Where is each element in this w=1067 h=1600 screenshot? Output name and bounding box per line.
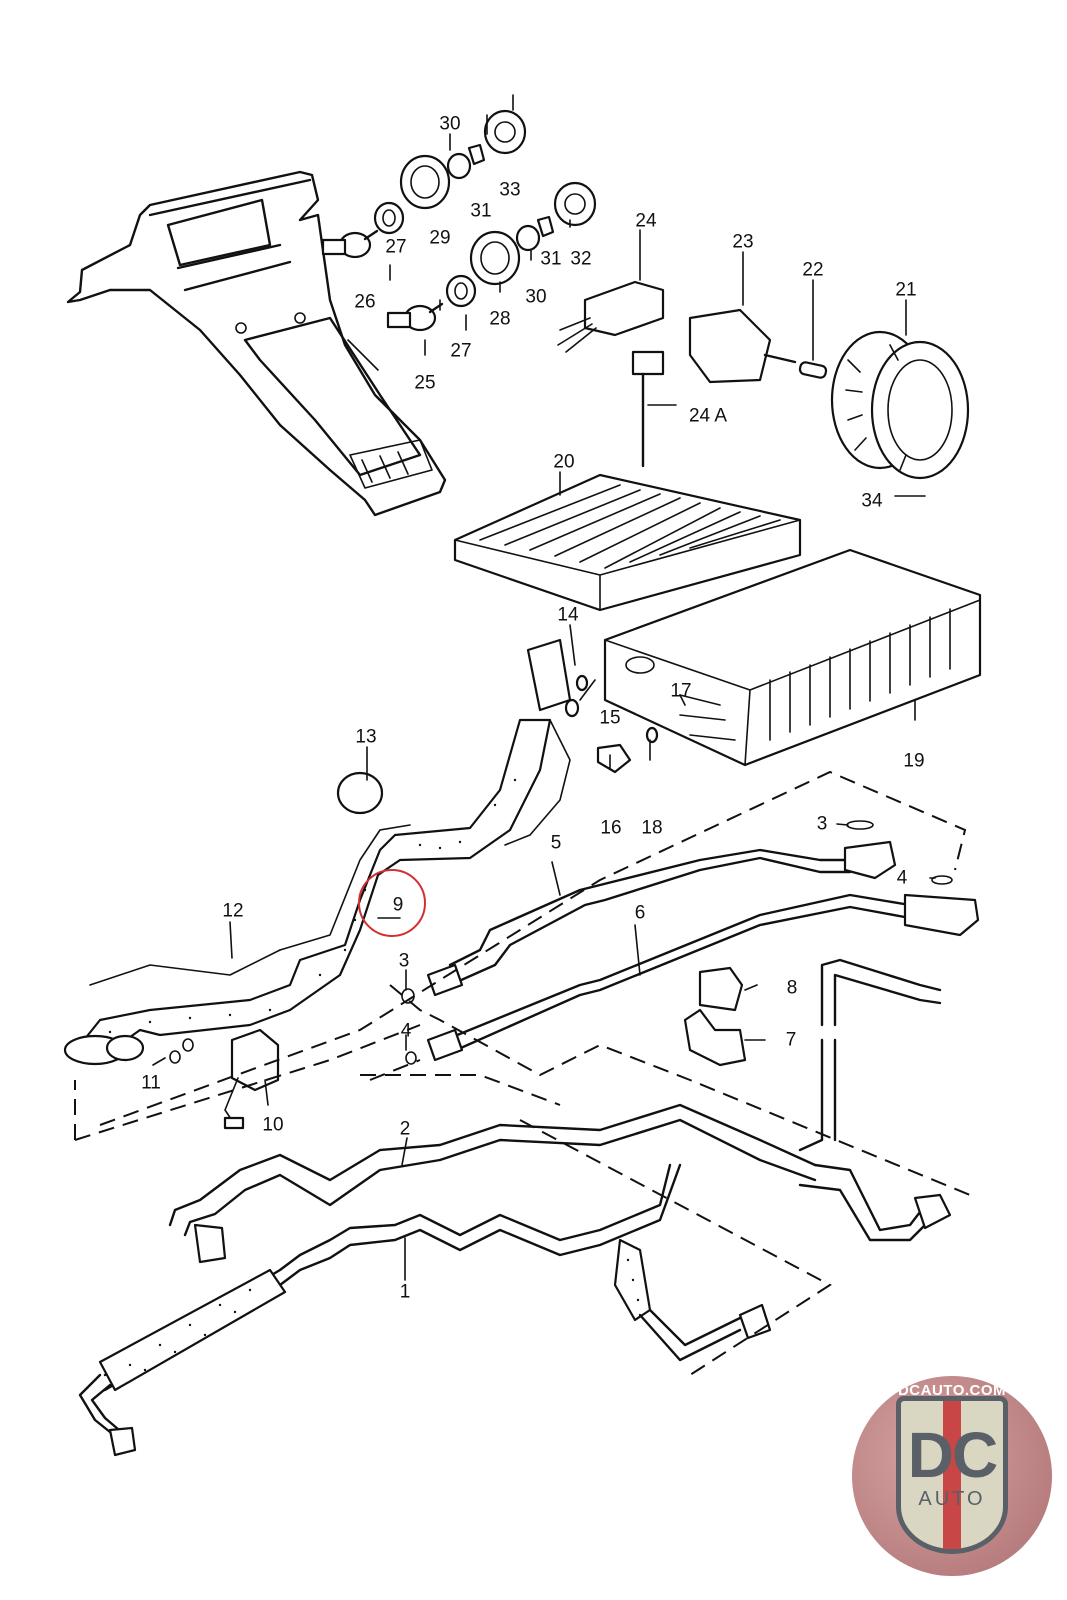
callout-10[interactable]: 10 [262, 1114, 284, 1136]
callout-5[interactable]: 5 [550, 832, 562, 854]
logo-red-bar [943, 1401, 961, 1549]
seals-and-fittings [336, 638, 659, 815]
callout-6[interactable]: 6 [634, 902, 646, 924]
ac-lines-5-6 [401, 820, 980, 1065]
callout-1[interactable]: 1 [399, 1281, 411, 1303]
callout-24[interactable]: 24 [635, 210, 657, 232]
callout-23[interactable]: 23 [732, 231, 754, 253]
logo-sub-text: AUTO [918, 1488, 986, 1510]
callout-9[interactable]: 9 [392, 894, 404, 916]
hose-texture [108, 778, 517, 1034]
callout-2[interactable]: 2 [399, 1118, 411, 1140]
logo-mark-text: DC [907, 1419, 998, 1491]
callout-34[interactable]: 34 [861, 490, 883, 512]
logo-site-text: DCAUTO.COM [897, 1382, 1007, 1399]
callout-11[interactable]: 11 [141, 1072, 161, 1094]
callout-29[interactable]: 29 [429, 227, 451, 249]
callout-25[interactable]: 25 [414, 372, 436, 394]
callout-30[interactable]: 30 [439, 113, 461, 135]
logo-shield [896, 1396, 1008, 1554]
callout-21[interactable]: 21 [895, 279, 917, 301]
callout-15[interactable]: 15 [599, 707, 621, 729]
blower-motor [688, 308, 970, 480]
callout-28[interactable]: 28 [489, 308, 511, 330]
callout-32[interactable]: 32 [570, 248, 592, 270]
callout-27[interactable]: 27 [450, 340, 472, 362]
callout-33[interactable]: 33 [499, 179, 521, 201]
callout-24a[interactable]: 24 A [688, 405, 728, 427]
callout-26[interactable]: 26 [354, 291, 376, 313]
callout-3[interactable]: 3 [398, 950, 410, 972]
pressure-switch [169, 1028, 280, 1130]
callout-17[interactable]: 17 [670, 680, 692, 702]
highlight-circle-part-9 [358, 869, 426, 937]
ac-lines-1-2 [78, 1103, 952, 1457]
blower-resistor [557, 280, 665, 468]
evaporator [603, 548, 982, 767]
callout-3[interactable]: 3 [816, 813, 828, 835]
clamp-and-bracket [683, 958, 942, 1152]
callout-12[interactable]: 12 [222, 900, 244, 922]
callout-31[interactable]: 31 [470, 200, 492, 222]
callout-4[interactable]: 4 [896, 867, 908, 889]
assembly-boundary-lines [74, 770, 971, 1376]
suction-hoses [63, 718, 571, 1066]
callout-16[interactable]: 16 [600, 817, 622, 839]
callout-31[interactable]: 31 [540, 248, 562, 270]
callout-19[interactable]: 19 [903, 750, 925, 772]
dcauto-watermark-logo: DCAUTO.COM DC AUTO [852, 1376, 1052, 1576]
callout-7[interactable]: 7 [785, 1029, 797, 1051]
callout-leaders [152, 94, 936, 1281]
center-console [66, 170, 447, 517]
callout-27[interactable]: 27 [385, 236, 407, 258]
callout-14[interactable]: 14 [557, 604, 579, 626]
callout-22[interactable]: 22 [802, 259, 824, 281]
callout-4[interactable]: 4 [400, 1020, 412, 1042]
callout-18[interactable]: 18 [641, 817, 663, 839]
callout-20[interactable]: 20 [553, 451, 575, 473]
callout-8[interactable]: 8 [786, 977, 798, 999]
cabin-filter [453, 473, 802, 612]
callout-30[interactable]: 30 [525, 286, 547, 308]
callout-13[interactable]: 13 [355, 726, 377, 748]
sleeve-texture [128, 1258, 640, 1372]
switch-knob-assemblies [321, 109, 597, 332]
